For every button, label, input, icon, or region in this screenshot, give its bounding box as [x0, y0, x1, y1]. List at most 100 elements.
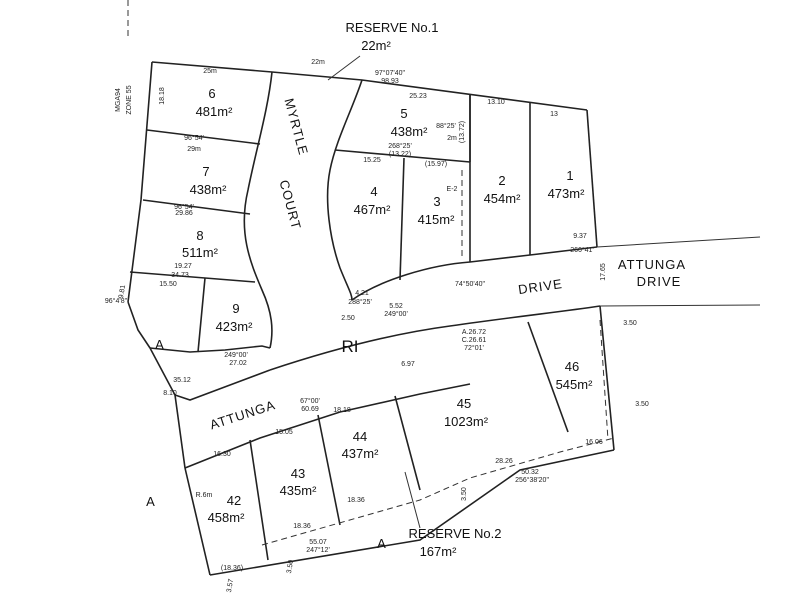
lot-4: 4 467m² — [354, 184, 392, 217]
road-name-attunga-drive-1: ATTUNGA — [618, 257, 686, 272]
dim-label: 2.50 — [341, 315, 355, 322]
lot-number: 6 — [208, 86, 215, 101]
dim-label: 2m — [447, 135, 457, 142]
dim-label: E-2 — [447, 186, 458, 193]
dim-label: 72°01' — [464, 344, 484, 352]
lot-8: 8 511m² — [182, 228, 219, 260]
dim-label: 5.52 — [389, 303, 403, 310]
lot-area: 454m² — [484, 191, 522, 206]
dimension-labels: 22m 97°07'40" 98.93 25m 25.23 13.10 13 1… — [105, 59, 649, 593]
left-boundary — [127, 61, 153, 303]
lot-number: 1 — [566, 168, 573, 183]
dim-label: 3.50 — [461, 487, 468, 501]
dim-label: 268°25' — [388, 142, 412, 150]
lot42-west — [184, 467, 211, 576]
dim-label: 18.18 — [159, 87, 166, 105]
attunga-drive-south-extension — [599, 304, 761, 307]
lot9-east — [197, 277, 206, 353]
dim-label: 15.05 — [275, 429, 293, 436]
dim-label: 6.97 — [401, 361, 415, 368]
lot-number: 42 — [227, 493, 241, 508]
attunga-drive-north-extension — [596, 236, 761, 248]
lot-2: 2 454m² — [484, 173, 522, 206]
lot-area: 1023m² — [444, 414, 489, 429]
dim-label: A.26.72 — [462, 329, 486, 336]
road-label-a-2: A — [146, 494, 156, 509]
lot8-9-divider — [129, 271, 256, 283]
dim-label: 13 — [550, 111, 558, 118]
sheet-zone: ZONE 55 — [126, 85, 133, 114]
lot-46: 46 545m² — [556, 359, 594, 392]
lot-boundaries — [127, 61, 761, 576]
dim-label: 50.32 — [521, 469, 539, 476]
reserve2-leader — [404, 471, 421, 529]
lot-number: 43 — [291, 466, 305, 481]
lot46-easement — [599, 319, 609, 441]
dim-label: 97°07'40" — [375, 69, 405, 77]
lot42-43-divider — [249, 439, 269, 561]
dim-label: 25.23 — [409, 93, 427, 100]
dim-label: 18.36 — [347, 497, 365, 504]
road-name-ri: RI — [342, 337, 359, 356]
dim-label: 88°25' — [436, 122, 456, 130]
dim-label: (15.97) — [425, 161, 447, 168]
lot-number: 45 — [457, 396, 471, 411]
dim-label: 98.93 — [381, 78, 399, 85]
lot-number: 3 — [433, 194, 440, 209]
lot-42: 42 458m² — [208, 493, 246, 525]
dim-label: 60.69 — [301, 406, 319, 413]
dim-label: 96°54' — [184, 134, 204, 142]
dim-label: 22m — [311, 59, 325, 66]
dim-label: 15.25 — [363, 157, 381, 164]
top-boundary — [151, 61, 588, 111]
dim-label: 34.73 — [171, 272, 189, 279]
lot44-45-divider — [394, 395, 421, 491]
lot-1: 1 473m² — [548, 168, 586, 201]
myrtle-east-edge — [326, 79, 363, 301]
southern-block-east — [599, 305, 615, 451]
lot-area: 423m² — [216, 319, 254, 334]
dim-label: 9.81 — [118, 284, 127, 299]
dim-label: 16.30 — [213, 451, 231, 458]
road-name-drive: DRIVE — [517, 276, 563, 297]
road-label-a-3: A — [377, 536, 387, 551]
dim-label: 28.26 — [495, 458, 513, 465]
dim-label: 256°38'20" — [515, 476, 549, 484]
dim-label: 249°00' — [224, 351, 248, 359]
reserve2-boundary — [261, 437, 615, 546]
lot5-south — [334, 149, 471, 163]
southern-block-south — [209, 449, 615, 576]
lot-6: 6 481m² — [196, 86, 234, 119]
lot-area: 481m² — [196, 104, 234, 119]
lot-number: 46 — [565, 359, 579, 374]
dim-label: 96°4'8" — [105, 297, 128, 305]
reserve2-area: 167m² — [420, 544, 458, 559]
dim-label: 55.07 — [309, 539, 327, 546]
road-name-myrtle: MYRTLE — [282, 97, 312, 157]
dim-label: 3.57 — [226, 578, 235, 593]
dim-label: 4.21 — [355, 290, 369, 297]
dim-label: (18.36) — [221, 565, 243, 572]
lot-number: 2 — [498, 173, 505, 188]
road-name-attunga: ATTUNGA — [208, 397, 277, 432]
lot9-south — [149, 345, 271, 353]
dim-label: 18.36 — [293, 523, 311, 530]
dim-label: 247°12' — [306, 546, 330, 554]
lot-7: 7 438m² — [190, 164, 228, 197]
reserve1-area: 22m² — [361, 38, 391, 53]
dim-label: 13.10 — [487, 99, 505, 106]
reserve2-name: RESERVE No.2 — [409, 526, 502, 541]
lot-45: 45 1023m² — [444, 396, 489, 429]
dim-label: C.26.61 — [462, 337, 487, 344]
lot-number: 5 — [400, 106, 407, 121]
road-label-a-1: A — [155, 337, 165, 352]
lot-9: 9 423m² — [216, 301, 254, 334]
lot-number: 4 — [370, 184, 377, 199]
dim-label: 249°00' — [384, 310, 408, 318]
dim-label: 25m — [203, 68, 217, 75]
dim-label: 27.02 — [229, 360, 247, 367]
lot-area: 435m² — [280, 483, 318, 498]
attunga-left-west — [174, 394, 186, 469]
dim-label: 18.18 — [333, 407, 351, 414]
